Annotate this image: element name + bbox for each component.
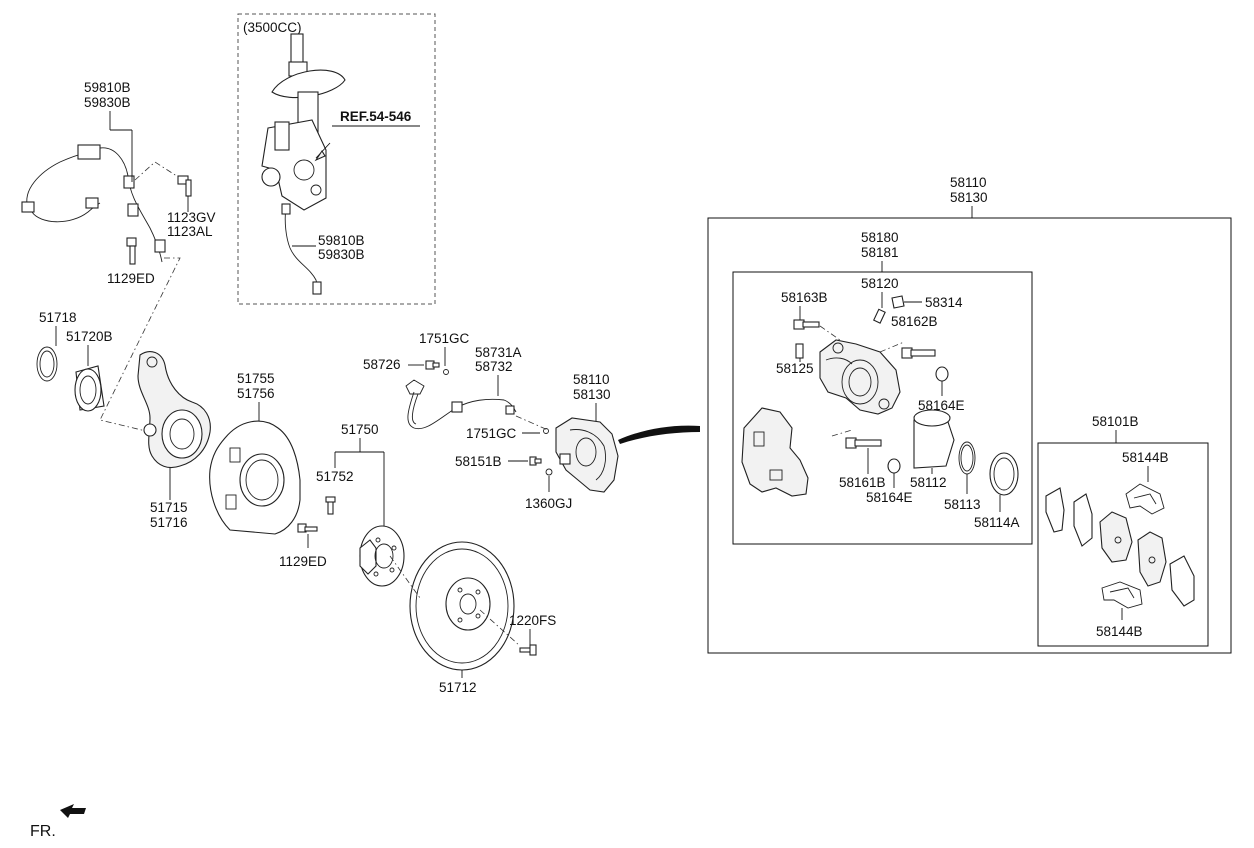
bolt-1123-drawing — [177, 175, 192, 197]
label-knuckle-b: 51716 — [150, 515, 188, 530]
label-boot-top: 58164E — [918, 398, 965, 413]
hose-bolt-drawing — [425, 360, 449, 375]
label-sensor-inset-b: 59830B — [318, 247, 365, 262]
label-disc: 51712 — [439, 680, 477, 695]
label-bleeder-cap: 1360GJ — [525, 496, 572, 511]
front-marker: FR. — [30, 823, 56, 840]
label-hose-a: 58731A — [475, 345, 522, 360]
brake-hose-drawing — [405, 379, 517, 430]
label-hose-bolt: 58726 — [363, 357, 401, 372]
caliper-housing-drawing — [819, 339, 901, 415]
label-pad-kit: 58101B — [1092, 414, 1139, 429]
brake-pads-drawing — [1045, 487, 1195, 607]
bolt-1129ed-bottom-drawing — [297, 523, 318, 533]
label-sensor-main-a: 59810B — [84, 80, 131, 95]
label-dust-cover-b: 51756 — [237, 386, 275, 401]
label-pad-spring-top: 58144B — [1122, 450, 1169, 465]
label-bleeder: 58120 — [861, 276, 899, 291]
boot-bottom-drawing — [887, 458, 901, 474]
label-caliper-b: 58130 — [573, 387, 611, 402]
label-hub-assembly: 51750 — [341, 422, 379, 437]
caliper-assembly-drawing — [555, 417, 619, 493]
label-boot-bottom: 58164E — [866, 490, 913, 505]
label-piston: 58112 — [910, 475, 947, 490]
bleeder-cap-detail-drawing — [891, 295, 905, 309]
detail-pointer-arrow-icon — [618, 425, 700, 444]
wheel-hub-drawing — [359, 525, 405, 587]
label-bolt-1129ed-bottom: 1129ED — [279, 554, 327, 569]
label-snap-ring: 51718 — [39, 310, 77, 325]
label-hub-bolt: 51752 — [316, 469, 354, 484]
label-detail-caliper-b: 58130 — [950, 190, 988, 205]
steering-knuckle-drawing — [137, 351, 211, 469]
label-guide-pin: 58125 — [776, 361, 814, 376]
guide-bolt-top-drawing — [793, 319, 820, 330]
bleeder-bolt-drawing — [529, 456, 542, 466]
label-detail-caliper-a: 58110 — [950, 175, 987, 190]
label-gasket-top: 1751GC — [419, 331, 470, 346]
gasket-drawing — [543, 428, 549, 434]
label-guide-rod-top: 58162B — [891, 314, 938, 329]
label-piston-seal: 58113 — [944, 497, 981, 512]
ref-arrow-icon — [314, 149, 326, 162]
caliper-detail-frame — [707, 217, 1232, 654]
bleeder-drawing — [873, 308, 886, 324]
variant-inset-frame — [237, 13, 436, 305]
front-arrow-icon — [60, 804, 86, 818]
bearing-drawing — [74, 365, 105, 412]
label-housing-a: 58180 — [861, 230, 899, 245]
label-knuckle-a: 51715 — [150, 500, 188, 515]
snap-ring-drawing — [36, 346, 58, 382]
brake-disc-drawing — [409, 541, 515, 671]
wheel-speed-sensor-drawing — [21, 144, 166, 263]
variant-label: (3500CC) — [243, 20, 302, 35]
label-bleeder-cap-detail: 58314 — [925, 295, 963, 310]
caliper-bracket-drawing — [741, 407, 809, 497]
guide-bolt-bottom-drawing — [845, 437, 882, 449]
label-guide-bolt-bottom: 58161B — [839, 475, 886, 490]
label-guide-bolt-top: 58163B — [781, 290, 828, 305]
housing-detail-frame — [732, 271, 1033, 545]
label-sensor-main-b: 59830B — [84, 95, 131, 110]
label-sensor-inset-a: 59810B — [318, 233, 365, 248]
label-piston-boot: 58114A — [974, 515, 1020, 530]
boot-top-drawing — [935, 366, 949, 382]
strut-assembly-drawing — [261, 33, 346, 295]
label-bolt-1123gv: 1123GV — [167, 210, 216, 225]
label-bleeder-bolt: 58151B — [455, 454, 502, 469]
dust-cover-drawing — [209, 420, 301, 535]
label-bolt-1129ed-top: 1129ED — [107, 271, 155, 286]
label-disc-screw: 1220FS — [509, 613, 556, 628]
label-pad-spring-bottom: 58144B — [1096, 624, 1143, 639]
hub-bolt-drawing — [325, 496, 336, 515]
piston-boot-drawing — [989, 452, 1019, 496]
bolt-1129ed-top-drawing — [126, 237, 137, 265]
piston-drawing — [913, 409, 955, 469]
guide-rod-top-drawing — [901, 347, 936, 359]
label-housing-b: 58181 — [861, 245, 899, 260]
pad-kit-frame — [1037, 442, 1209, 647]
disc-screw-drawing — [519, 644, 537, 656]
guide-pin-drawing — [795, 343, 804, 359]
ref-label[interactable]: REF.54-546 — [340, 109, 412, 124]
label-bolt-1123al: 1123AL — [167, 224, 213, 239]
pad-spring-bottom-drawing — [1101, 581, 1143, 609]
piston-seal-drawing — [958, 441, 976, 475]
label-hose-b: 58732 — [475, 359, 513, 374]
label-dust-cover-a: 51755 — [237, 371, 275, 386]
label-gasket-bottom: 1751GC — [466, 426, 517, 441]
pad-spring-top-drawing — [1125, 483, 1165, 515]
bleeder-cap-drawing — [545, 468, 553, 476]
label-caliper-a: 58110 — [573, 372, 610, 387]
label-bearing: 51720B — [66, 329, 113, 344]
